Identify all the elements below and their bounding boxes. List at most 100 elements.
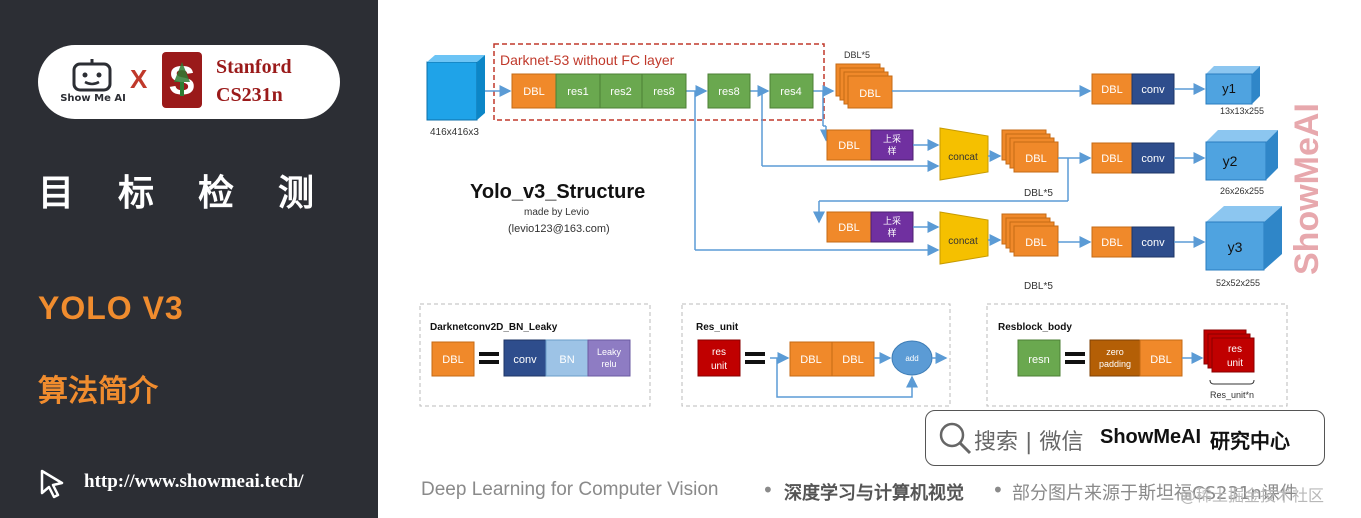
legend-dbl-label: DBL xyxy=(442,354,463,366)
res2-label: res2 xyxy=(610,86,631,98)
concat-block-1 xyxy=(939,127,989,181)
legend-dbl-panel xyxy=(419,303,651,407)
branch3-dbl-block xyxy=(826,211,872,243)
cursor-click-icon xyxy=(40,469,64,499)
topic-title: YOLO V3 xyxy=(38,290,184,326)
legend-stack-label-1: res xyxy=(1228,344,1242,355)
legend-bn-block xyxy=(545,339,589,377)
res4-label: res4 xyxy=(780,86,801,98)
y1-dbl-label: DBL xyxy=(1101,84,1122,96)
subtopic-title: 算法简介 xyxy=(38,374,158,409)
search-box[interactable] xyxy=(925,410,1325,466)
y1-size-label: 13x13x255 xyxy=(1220,106,1264,116)
input-cube xyxy=(426,55,485,121)
yolo-v3-diagram: 416x416x3 Darknet-53 without FC layer DB… xyxy=(419,43,1288,407)
dbl-block xyxy=(511,73,557,109)
legend-conv-label: conv xyxy=(513,354,537,366)
search-brand: ShowMeAI xyxy=(1100,426,1202,448)
legend-dbl-block xyxy=(431,341,475,377)
legend-resn-label: resn xyxy=(1028,354,1049,366)
course-name: CS231n xyxy=(216,84,283,106)
y3-conv-block xyxy=(1131,226,1175,258)
legend-resn-block xyxy=(1017,339,1061,377)
diagram-email: (levio123@163.com) xyxy=(508,223,610,235)
y3-conv-label: conv xyxy=(1141,237,1165,249)
legend-dbl-title: Darknetconv2D_BN_Leaky xyxy=(430,322,558,333)
y1-conv-label: conv xyxy=(1141,84,1165,96)
res8-label-1: res8 xyxy=(653,86,674,98)
legend-res-dbl-2 xyxy=(831,341,875,377)
search-prefix: 搜索 | 微信 xyxy=(974,430,1084,455)
website-link[interactable]: http://www.showmeai.tech/ xyxy=(84,471,304,492)
y3-size-label: 52x52x255 xyxy=(1216,278,1260,288)
dbl5-top-dbl-label: DBL xyxy=(859,88,880,100)
branch3-upsample-label-1: 上采 xyxy=(883,216,901,226)
legend-zero-padding-block xyxy=(1089,339,1141,377)
input-size-label: 416x416x3 xyxy=(430,127,479,138)
res8-block-2 xyxy=(707,73,751,109)
darknet-box xyxy=(493,43,825,121)
res1-block xyxy=(555,73,601,109)
footer-source: 部分图片来源于斯坦福CS231n课件 xyxy=(1012,483,1298,504)
branch2-upsample-label-2: 样 xyxy=(887,145,896,156)
concat-block-2 xyxy=(939,211,989,265)
y3-output-cube xyxy=(1205,206,1282,271)
legend-res-unit-n-label: Res_unit*n xyxy=(1210,390,1254,400)
legend-res-unit-stack xyxy=(1203,329,1255,373)
branch2-dbl-label: DBL xyxy=(838,140,859,152)
legend-res-dbl-label-1: DBL xyxy=(800,354,821,366)
legend-res-unit-block xyxy=(697,339,741,377)
dbl5-stack-top xyxy=(835,63,893,109)
vertical-watermark: ShowMeAI xyxy=(1288,103,1326,275)
y2-dbl-label: DBL xyxy=(1101,153,1122,165)
footer-course-en: Deep Learning for Computer Vision xyxy=(421,479,719,500)
footer-separator-2: • xyxy=(992,478,1004,502)
legend-resblock-dbl xyxy=(1139,339,1183,377)
legend-add-label: add xyxy=(905,354,918,363)
legend-resblock-dbl-label: DBL xyxy=(1150,354,1171,366)
legend-leaky-label-2: relu xyxy=(601,359,616,369)
y2-conv-block xyxy=(1131,142,1175,174)
y2-size-label: 26x26x255 xyxy=(1220,186,1264,196)
y2-dbl-block xyxy=(1091,142,1133,174)
legend-resunit-title: Res_unit xyxy=(696,322,739,333)
legend-zero-padding-label-2: padding xyxy=(1099,359,1131,369)
search-suffix: 研究中心 xyxy=(1210,429,1290,453)
y2-conv-label: conv xyxy=(1141,153,1165,165)
vertical-watermark-text: ShowMeAI xyxy=(1288,103,1326,275)
cross-mark: X xyxy=(130,64,148,94)
diagram-author: made by Levio xyxy=(524,207,589,218)
darknet-label: Darknet-53 without FC layer xyxy=(500,52,675,68)
diagram-title: Yolo_v3_Structure xyxy=(470,181,645,203)
legend-res-unit-label-2: unit xyxy=(711,361,727,372)
dbl5-bottom-dbl-label: DBL xyxy=(1025,237,1046,249)
y3-label: y3 xyxy=(1228,239,1243,255)
legend-leaky-label-1: Leaky xyxy=(597,347,622,357)
branch3-upsample-label-2: 样 xyxy=(887,227,896,238)
y1-conv-block xyxy=(1131,73,1175,105)
y3-dbl-label: DBL xyxy=(1101,237,1122,249)
legend-res-unit-label-1: res xyxy=(712,347,726,358)
y2-output-cube xyxy=(1205,130,1278,181)
dbl5-top-label: DBL*5 xyxy=(844,50,870,60)
footer-watermark: @稀土掘金技术社区 xyxy=(1180,486,1325,505)
legend-conv-block xyxy=(503,339,547,377)
dbl-block-label: DBL xyxy=(523,86,544,98)
sidebar-title: 目标检测 xyxy=(38,173,359,214)
legend-zero-padding-label-1: zero xyxy=(1106,347,1124,357)
legend-res-dbl-label-2: DBL xyxy=(842,354,863,366)
y2-label: y2 xyxy=(1223,153,1238,169)
legend-leaky-block xyxy=(587,339,631,377)
res8-label-2: res8 xyxy=(718,86,739,98)
legend-resblock-title: Resblock_body xyxy=(998,322,1072,333)
dbl5-bottom-label: DBL*5 xyxy=(1024,281,1053,292)
branch2-upsample-block xyxy=(870,129,914,161)
legend-res-dbl-1 xyxy=(789,341,833,377)
branch2-upsample-label-1: 上采 xyxy=(883,134,901,144)
legend-resunit-panel xyxy=(681,303,951,407)
res1-label: res1 xyxy=(567,86,588,98)
concat-label-1: concat xyxy=(948,152,978,163)
y1-label: y1 xyxy=(1222,81,1236,96)
y1-output-cube xyxy=(1205,66,1260,105)
legend-resblock-panel xyxy=(986,303,1288,407)
